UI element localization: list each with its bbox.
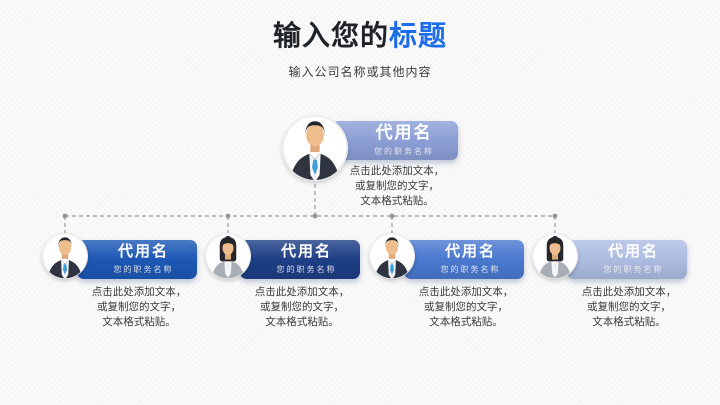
description-line: 或复制您的文字， (355, 180, 439, 192)
male-avatar-icon (42, 233, 88, 279)
member-description: 点击此处添加文本， 或复制您的文字， 文本格式粘贴。 (559, 285, 699, 330)
description-line: 文本格式粘贴。 (265, 316, 339, 328)
description-line: 文本格式粘贴。 (592, 316, 666, 328)
member-description: 点击此处添加文本， 或复制您的文字， 文本格式粘贴。 (327, 164, 467, 209)
member-name: 代用名 (117, 243, 169, 261)
description-line: 或复制您的文字， (260, 301, 344, 313)
male-avatar-icon (369, 233, 415, 279)
description-line: 点击此处添加文本， (581, 286, 677, 298)
member-description: 点击此处添加文本， 或复制您的文字， 文本格式粘贴。 (396, 285, 536, 330)
junction-dot (389, 213, 395, 219)
junction-dot (62, 213, 68, 219)
male-avatar-icon (282, 115, 348, 181)
name-banner: 代用名 您的职务名称 (332, 121, 458, 160)
page-title: 输入您的标题 (0, 14, 720, 54)
description-line: 文本格式粘贴。 (429, 316, 503, 328)
title-prefix: 输入您的 (272, 20, 389, 51)
member-name: 代用名 (375, 123, 433, 143)
description-line: 文本格式粘贴。 (360, 195, 434, 207)
org-node-child-2: 代用名 您的职务名称 点击此处添加文本， 或复制您的文字， 文本格式粘贴。 (205, 233, 375, 343)
name-banner: 代用名 您的职务名称 (240, 240, 360, 279)
member-name: 代用名 (444, 243, 496, 261)
member-role: 您的职务名称 (603, 264, 664, 274)
description-line: 点击此处添加文本， (254, 286, 350, 298)
name-banner: 代用名 您的职务名称 (404, 240, 524, 279)
org-node-child-4: 代用名 您的职务名称 点击此处添加文本， 或复制您的文字， 文本格式粘贴。 (532, 233, 702, 343)
junction-dot (312, 213, 318, 219)
member-name: 代用名 (607, 243, 659, 261)
member-name: 代用名 (280, 243, 332, 261)
title-accent: 标题 (389, 20, 448, 51)
female-avatar-icon (205, 233, 251, 279)
description-line: 或复制您的文字， (424, 301, 508, 313)
member-role: 您的职务名称 (113, 264, 174, 274)
description-line: 文本格式粘贴。 (102, 316, 176, 328)
member-description: 点击此处添加文本， 或复制您的文字， 文本格式粘贴。 (232, 285, 372, 330)
description-line: 点击此处添加文本， (91, 286, 187, 298)
member-role: 您的职务名称 (276, 264, 337, 274)
member-role: 您的职务名称 (374, 146, 434, 156)
description-line: 或复制您的文字， (587, 301, 671, 313)
junction-dot (225, 213, 231, 219)
name-banner: 代用名 您的职务名称 (567, 240, 687, 279)
female-avatar-icon (532, 233, 578, 279)
org-node-child-1: 代用名 您的职务名称 点击此处添加文本， 或复制您的文字， 文本格式粘贴。 (42, 233, 212, 343)
org-node-root: 代用名 您的职务名称 点击此处添加文本， 或复制您的文字， 文本格式粘贴。 (282, 115, 472, 225)
member-description: 点击此处添加文本， 或复制您的文字， 文本格式粘贴。 (69, 285, 209, 330)
name-banner: 代用名 您的职务名称 (77, 240, 197, 279)
member-role: 您的职务名称 (440, 264, 501, 274)
junction-dot (552, 213, 558, 219)
description-line: 点击此处添加文本， (349, 165, 445, 177)
org-node-child-3: 代用名 您的职务名称 点击此处添加文本， 或复制您的文字， 文本格式粘贴。 (369, 233, 539, 343)
slide-header: 输入您的标题 输入公司名称或其他内容 (0, 14, 720, 80)
page-subtitle: 输入公司名称或其他内容 (288, 65, 432, 79)
description-line: 点击此处添加文本， (418, 286, 514, 298)
description-line: 或复制您的文字， (97, 301, 181, 313)
